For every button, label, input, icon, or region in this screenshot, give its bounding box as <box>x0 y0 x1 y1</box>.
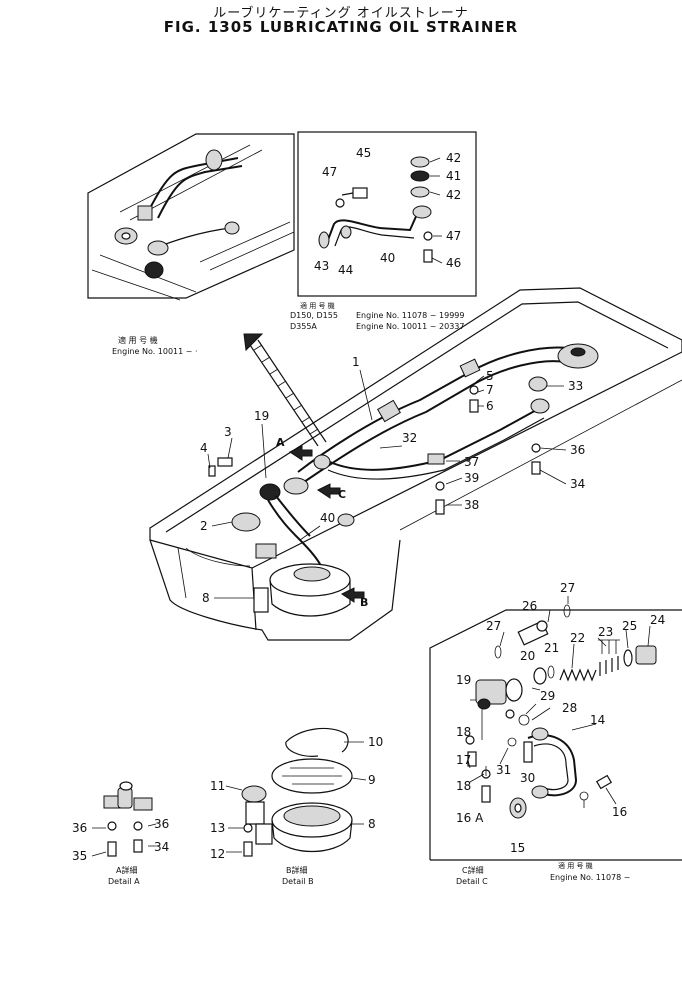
callout-2: 2 <box>200 519 208 533</box>
callout-c-19: 19 <box>456 673 471 687</box>
callout-40-main: 40 <box>320 511 335 525</box>
main-leaders <box>207 369 567 599</box>
figure-title: FIG. 1305 LUBRICATING OIL STRAINER <box>163 18 519 36</box>
inset-top-right-models-2: D355A <box>290 322 317 331</box>
callout-36: 36 <box>570 443 585 457</box>
callout-47: 47 <box>322 165 337 179</box>
inset-top-right-models-1: D150, D155 <box>290 311 338 320</box>
detail-b-caption-jp: B詳細 <box>286 865 308 875</box>
callout-3: 3 <box>224 425 232 439</box>
detail-a-caption-jp: A詳細 <box>116 865 137 875</box>
callout-c-18b: 18 <box>456 779 471 793</box>
callout-7: 7 <box>486 383 494 397</box>
callout-44: 44 <box>338 263 353 277</box>
callout-b-13: 13 <box>210 821 225 835</box>
detail-b-caption: Detail B <box>282 877 314 886</box>
callout-38: 38 <box>464 498 479 512</box>
detail-a-caption: Detail A <box>108 877 140 886</box>
callout-c-24: 24 <box>650 613 665 627</box>
callout-b-9: 9 <box>368 773 376 787</box>
callout-33: 33 <box>568 379 583 393</box>
detail-c <box>429 596 682 861</box>
inset-top-right-callouts: 45 47 43 44 40 42 41 42 47 46 <box>314 146 461 277</box>
callout-8-main: 8 <box>202 591 210 605</box>
callout-40: 40 <box>380 251 395 265</box>
callout-c-17: 17 <box>456 753 471 767</box>
view-arrow-c-label: C <box>338 488 346 501</box>
callout-a-35: 35 <box>72 849 87 863</box>
detail-c-applicability: 適 用 号 機 <box>558 861 593 870</box>
view-arrow-a-label: A <box>276 436 285 449</box>
callout-a-36b: 36 <box>154 817 169 831</box>
callout-c-29: 29 <box>540 689 555 703</box>
callout-a-36a: 36 <box>72 821 87 835</box>
inset-top-left-engine-range: Engine No. 10011 ~ · <box>112 347 198 356</box>
oil-pipe-32 <box>327 376 550 480</box>
callout-c-14: 14 <box>590 713 605 727</box>
detail-b <box>225 727 367 857</box>
callout-45: 45 <box>356 146 371 160</box>
inset-top-left-applicability: 適 用 号 機 <box>118 335 158 345</box>
callout-c-27b: 27 <box>486 619 501 633</box>
inset-top-right-applicability: 適 用 号 機 <box>300 301 335 310</box>
callout-c-23: 23 <box>598 625 613 639</box>
detail-a <box>91 781 157 857</box>
callout-b-11: 11 <box>210 779 225 793</box>
callout-19: 19 <box>254 409 269 423</box>
callout-34: 34 <box>570 477 585 491</box>
suction-pipe <box>297 343 599 483</box>
view-arrow-b-label: B <box>360 596 368 609</box>
main-small-parts <box>208 385 541 515</box>
detail-c-caption: Detail C <box>456 877 488 886</box>
callout-c-27a: 27 <box>560 581 575 595</box>
callout-5: 5 <box>486 369 494 383</box>
callout-37: 37 <box>464 455 479 469</box>
callout-41: 41 <box>446 169 461 183</box>
callout-32: 32 <box>402 431 417 445</box>
callout-c-31: 31 <box>496 763 511 777</box>
callout-b-12: 12 <box>210 847 225 861</box>
inset-top-right-engine-1: Engine No. 11078 ~ 19999 <box>356 311 464 320</box>
callout-46: 46 <box>446 256 461 270</box>
callout-c-28: 28 <box>562 701 577 715</box>
callout-42b: 42 <box>446 188 461 202</box>
callout-c-15: 15 <box>510 841 525 855</box>
inset-top-right <box>297 131 477 297</box>
callout-c-30: 30 <box>520 771 535 785</box>
callout-4: 4 <box>200 441 208 455</box>
callout-a-34: 34 <box>154 840 169 854</box>
callout-c-25: 25 <box>622 619 637 633</box>
callout-47b: 47 <box>446 229 461 243</box>
inset-top-left <box>87 133 295 301</box>
callout-1: 1 <box>352 355 360 369</box>
callout-c-18a: 18 <box>456 725 471 739</box>
view-arrows <box>289 445 365 603</box>
callout-39: 39 <box>464 471 479 485</box>
figure-title-japanese: ルーブリケーティング オイルストレーナ <box>213 6 469 21</box>
callout-42: 42 <box>446 151 461 165</box>
callout-6: 6 <box>486 399 494 413</box>
detail-c-caption-jp: C詳細 <box>462 865 484 875</box>
callout-c-16a: 16 A <box>456 811 484 825</box>
callout-c-22: 22 <box>570 631 585 645</box>
inset-top-right-engine-2: Engine No. 10011 ~ 20337 <box>356 322 464 331</box>
detail-c-callouts: 27 26 27 24 25 23 22 21 20 19 29 28 14 1… <box>456 581 665 855</box>
callout-b-10: 10 <box>368 735 383 749</box>
strainer-main <box>269 563 351 617</box>
callout-b-8: 8 <box>368 817 376 831</box>
callout-c-16: 16 <box>612 805 627 819</box>
callout-c-21: 21 <box>544 641 559 655</box>
main-callouts: 1 5 7 6 33 32 37 39 38 36 34 19 3 4 2 40… <box>200 355 585 605</box>
detail-c-engine-range: Engine No. 11078 ~ <box>550 873 630 882</box>
detail-b-callouts: 10 9 11 8 13 12 <box>210 735 383 861</box>
callout-c-20: 20 <box>520 649 535 663</box>
callout-43: 43 <box>314 259 329 273</box>
detail-a-callouts: 36 36 35 34 <box>72 817 169 863</box>
inset-leader-arrow <box>243 333 327 447</box>
callout-c-26: 26 <box>522 599 537 613</box>
